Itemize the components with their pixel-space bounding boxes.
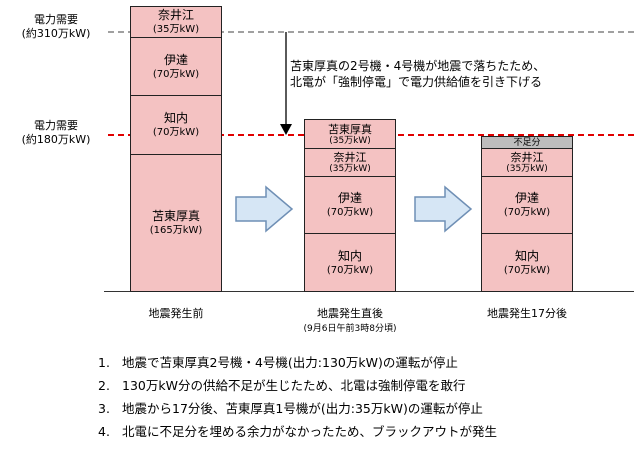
- bar-naie-capacity: (35万kW): [329, 164, 371, 174]
- category-sublabel-immediately-after: (9月6日午前3時8分頃): [303, 324, 397, 334]
- bar-shiriuchi: 知内 (70万kW): [304, 233, 396, 292]
- bar-shiriuchi-capacity: (70万kW): [503, 264, 551, 276]
- demand-label-180-title: 電力需要: [34, 119, 78, 132]
- list-item-text: 130万kW分の供給不足が生じたため、北電は強制停電を敢行: [122, 378, 466, 393]
- demand-label-310-title: 電力需要: [34, 13, 78, 26]
- bar-naie: 奈井江 (35万kW): [304, 148, 396, 177]
- bar-shiriuchi-capacity: (70万kW): [152, 127, 200, 138]
- bar-date-capacity: (70万kW): [152, 68, 200, 80]
- list-item: 2. 130万kW分の供給不足が生じたため、北電は強制停電を敢行: [98, 374, 497, 397]
- bar-shiriuchi-capacity: (70万kW): [326, 264, 374, 276]
- bar-tomatoatsuma: 苫東厚真 (35万kW): [304, 119, 396, 149]
- bar-date: 伊達 (70万kW): [481, 176, 573, 234]
- down-arrow-icon: [280, 32, 292, 135]
- demand-label-310: 電力需要 (約310万kW): [6, 13, 106, 41]
- bar-naie-name: 奈井江: [333, 151, 367, 164]
- annotation-line-2: 北電が「強制停電」で電力供給値を引き下げる: [290, 75, 543, 89]
- annotation-line-1: 苫東厚真の2号機・4号機が地震で落ちたため、: [290, 59, 546, 73]
- bar-tomatoatsuma-name: 苫東厚真: [151, 209, 200, 223]
- right-arrow-icon: [235, 185, 294, 233]
- bar-date-name: 伊達: [163, 52, 188, 67]
- bar-shortfall-name: 不足分: [513, 137, 541, 148]
- annotation-text: 苫東厚真の2号機・4号機が地震で落ちたため、 北電が「強制停電」で電力供給値を引…: [290, 58, 620, 90]
- category-label-17-minutes-after: 地震発生17分後: [487, 307, 567, 320]
- bar-date: 伊達 (70万kW): [130, 37, 222, 96]
- list-item: 1. 地震で苫東厚真2号機・4号機(出力:130万kW)の運転が停止: [98, 351, 497, 374]
- bar-naie: 奈井江 (35万kW): [481, 148, 573, 177]
- bar-date: 伊達 (70万kW): [304, 176, 396, 234]
- list-item-number: 4.: [98, 424, 110, 439]
- bar-shiriuchi-name: 知内: [337, 248, 362, 263]
- bar-date-name: 伊達: [337, 191, 362, 205]
- list-item-number: 3.: [98, 401, 110, 416]
- bar-date-capacity: (70万kW): [326, 207, 374, 218]
- bar-naie: 奈井江 (35万kW): [130, 6, 222, 38]
- bar-shiriuchi-name: 知内: [514, 248, 539, 263]
- list-item-number: 1.: [98, 355, 110, 370]
- bar-naie-name: 奈井江: [510, 151, 544, 164]
- bar-tomatoatsuma-capacity: (165万kW): [149, 225, 203, 236]
- list-item-text: 北電に不足分を埋める余力がなかったため、ブラックアウトが発生: [122, 424, 498, 439]
- list-item: 3. 地震から17分後、苫東厚真1号機が(出力:35万kW)の運転が停止: [98, 397, 497, 420]
- list-item-text: 地震から17分後、苫東厚真1号機が(出力:35万kW)の運転が停止: [122, 401, 483, 416]
- demand-label-310-value: (約310万kW): [21, 27, 91, 40]
- demand-line-310: [108, 31, 634, 33]
- bar-tomatoatsuma-name: 苫東厚真: [328, 122, 372, 136]
- list-item-number: 2.: [98, 378, 110, 393]
- category-label-before: 地震発生前: [148, 307, 204, 320]
- bar-shiriuchi-name: 知内: [163, 111, 188, 125]
- notes-list: 1. 地震で苫東厚真2号機・4号機(出力:130万kW)の運転が停止 2. 130万…: [98, 351, 497, 443]
- bar-date-name: 伊達: [514, 191, 539, 205]
- bar-tomatoatsuma-capacity: (35万kW): [329, 135, 371, 146]
- list-item: 4. 北電に不足分を埋める余力がなかったため、ブラックアウトが発生: [98, 420, 497, 443]
- list-item-text: 地震で苫東厚真2号機・4号機(出力:130万kW)の運転が停止: [122, 355, 458, 370]
- demand-label-180: 電力需要 (約180万kW): [6, 119, 106, 147]
- bar-naie-capacity: (35万kW): [152, 24, 200, 35]
- right-arrow-icon: [414, 185, 473, 233]
- bar-tomatoatsuma: 苫東厚真 (165万kW): [130, 154, 222, 292]
- category-label-immediately-after: 地震発生直後: [317, 307, 383, 320]
- demand-label-180-value: (約180万kW): [21, 133, 91, 146]
- bar-shiriuchi: 知内 (70万kW): [130, 95, 222, 155]
- bar-naie-capacity: (35万kW): [506, 164, 548, 174]
- bar-shiriuchi: 知内 (70万kW): [481, 233, 573, 292]
- bar-naie-name: 奈井江: [157, 8, 194, 22]
- bar-date-capacity: (70万kW): [503, 207, 551, 218]
